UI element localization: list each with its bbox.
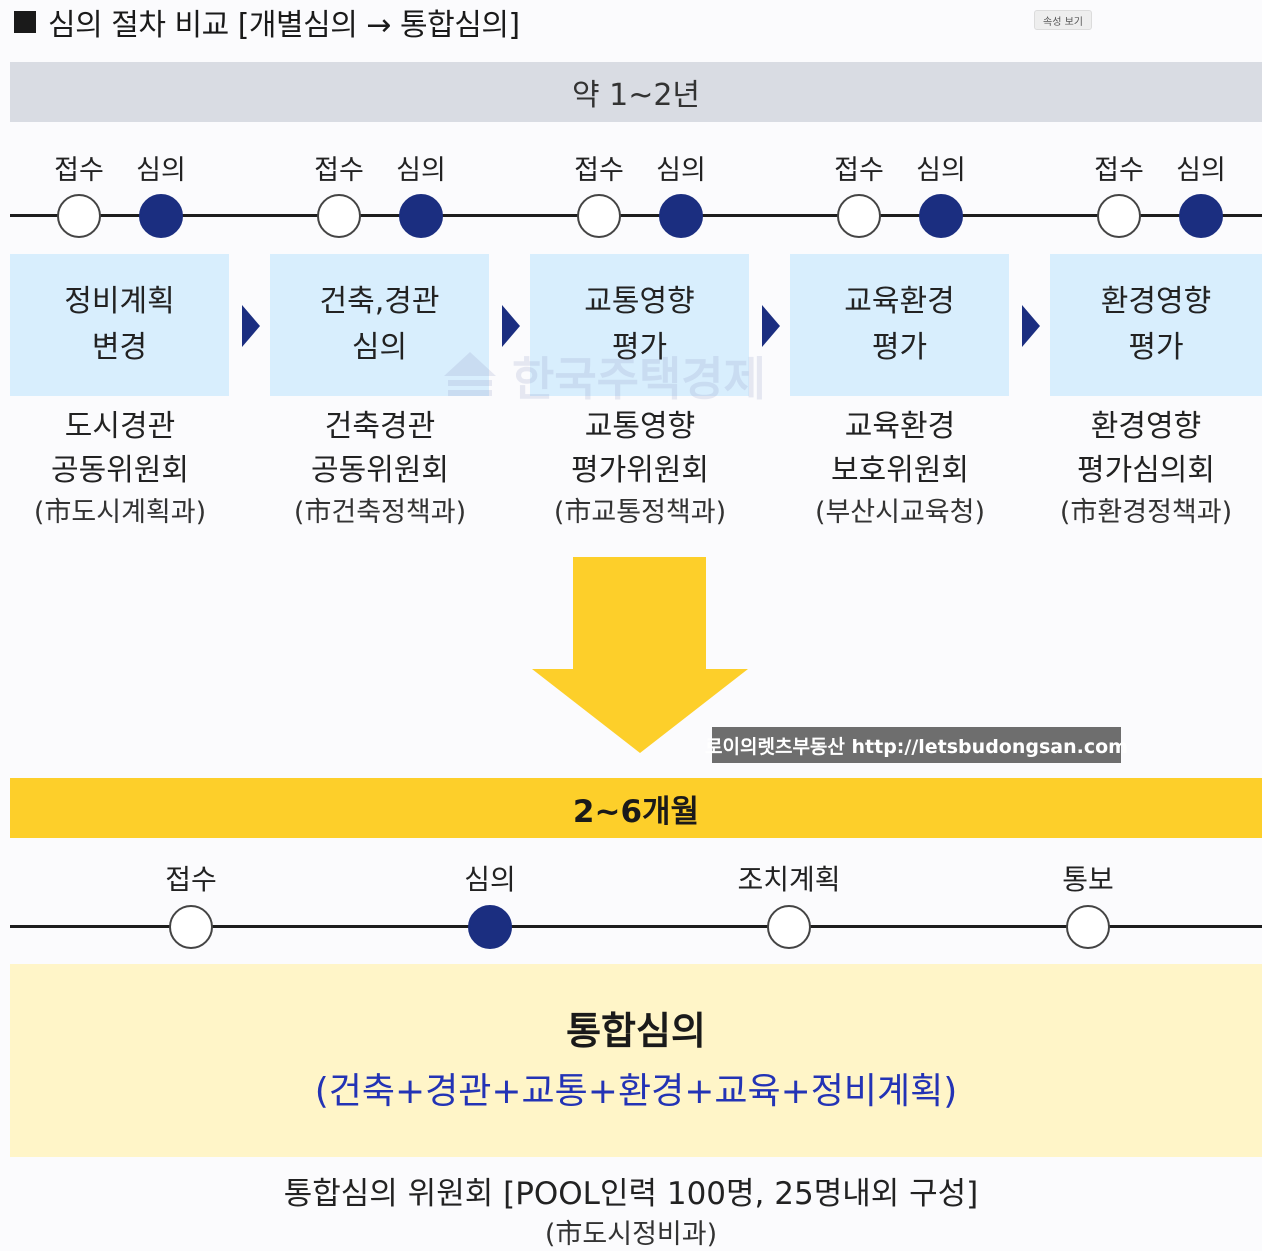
review-node: [919, 194, 963, 238]
watermark-text: 한국주택경제: [512, 352, 766, 406]
stage-title-line1: 건축,경관: [319, 283, 440, 319]
committee-plan-change: 도시경관 공동위원회 (市도시계획과): [0, 405, 250, 533]
integrated-committee: 통합심의 위원회 [POOL인력 100명, 25명내외 구성]: [283, 1176, 979, 1212]
committee-name-line2: 평가심의회: [1077, 453, 1215, 488]
stage-title-line1: 정비계획: [64, 283, 175, 319]
receipt-node: [169, 905, 213, 949]
review-node: [468, 905, 512, 949]
committee-name-line1: 환경영향: [1090, 409, 1202, 444]
review-label: 심의: [396, 155, 446, 186]
chevron-right-icon: [502, 305, 520, 347]
black-square-icon: [14, 11, 36, 33]
committee-traffic-impact: 교통영향 평가위원회 (市교통정책과): [510, 405, 770, 533]
stage-box-traffic-impact: 교통영향 평가: [530, 254, 749, 396]
stage-box-plan-change: 정비계획 변경: [10, 254, 229, 396]
stage-title-line2: 평가: [611, 330, 668, 365]
committee-dept: (市건축정책과): [293, 497, 467, 528]
individual-period-bar: 약 1~2년: [10, 62, 1262, 122]
receipt-node: [317, 194, 361, 238]
stage-title-line2: 평가: [871, 330, 928, 365]
stage-box-environmental-impact: 환경영향 평가: [1050, 254, 1262, 396]
receipt-node: [1097, 194, 1141, 238]
stage-title-line2: 평가: [1128, 330, 1184, 365]
committee-dept: (市도시계획과): [33, 497, 207, 528]
integrated-review-panel: 통합심의 (건축+경관+교통+환경+교육+정비계획): [10, 964, 1262, 1157]
chevron-right-icon: [242, 305, 260, 347]
watermark-logo-icon: [444, 352, 496, 396]
site-badge[interactable]: 로이의렛츠부동산 http://letsbudongsan.com: [705, 727, 1128, 763]
integrated-review-subtitle: (건축+경관+교통+환경+교육+정비계획): [314, 1070, 958, 1112]
notification-node: [1066, 905, 1110, 949]
integrated-timeline-line: [10, 925, 1262, 928]
committee-architecture-landscape: 건축경관 공동위원회 (市건축정책과): [250, 405, 510, 533]
integrated-step-review: 심의: [464, 863, 516, 896]
integrated-period-bar: 2~6개월: [10, 778, 1262, 838]
receipt-label: 접수: [834, 155, 884, 186]
integrated-committee-dept: (市도시정비과): [544, 1219, 718, 1250]
stage-title-line2: 변경: [91, 330, 148, 365]
receipt-label: 접수: [54, 155, 104, 186]
committee-name-line2: 공동위원회: [51, 453, 189, 488]
down-arrow-icon: [532, 557, 748, 753]
review-node: [139, 194, 183, 238]
committee-dept: (市환경정책과): [1059, 497, 1233, 528]
review-label: 심의: [136, 155, 186, 186]
integrated-step-receipt: 접수: [165, 863, 217, 896]
committee-name-line2: 보호위원회: [831, 453, 969, 488]
committee-dept: (市교통정책과): [553, 497, 727, 528]
individual-timeline-line: [10, 214, 1262, 217]
committee-name-line1: 건축경관: [324, 409, 436, 444]
stage-title-line2: 심의: [351, 330, 408, 365]
review-node: [1179, 194, 1223, 238]
integrated-review-title: 통합심의: [566, 1008, 706, 1053]
review-node: [659, 194, 703, 238]
watermark: 한국주택경제: [440, 340, 766, 412]
stage-title-line1: 교통영향: [584, 283, 695, 319]
stage-box-education-environment: 교육환경 평가: [790, 254, 1009, 396]
receipt-label: 접수: [314, 155, 364, 186]
integrated-step-action-plan: 조치계획: [737, 863, 841, 896]
stage-title-line1: 교육환경: [844, 283, 955, 319]
review-label: 심의: [916, 155, 966, 186]
committee-name-line1: 도시경관: [64, 409, 176, 444]
review-label: 심의: [1176, 155, 1226, 186]
committee-name-line2: 평가위원회: [571, 453, 709, 488]
receipt-label: 접수: [574, 155, 624, 186]
receipt-node: [577, 194, 621, 238]
committee-education-environment: 교육환경 보호위원회 (부산시교육청): [770, 405, 1030, 533]
committee-dept: (부산시교육청): [814, 497, 986, 528]
committee-name-line1: 교육환경: [844, 409, 956, 444]
committee-environmental-impact: 환경영향 평가심의회 (市환경정책과): [1030, 405, 1262, 533]
review-node: [399, 194, 443, 238]
receipt-node: [57, 194, 101, 238]
committee-name-line1: 교통영향: [584, 409, 696, 444]
page-title-row: 심의 절차 비교 [개별심의 → 통합심의]: [14, 2, 520, 43]
property-view-button[interactable]: 속성 보기: [1034, 10, 1092, 30]
action-plan-node: [767, 905, 811, 949]
review-label: 심의: [656, 155, 706, 186]
committee-name-line2: 공동위원회: [311, 453, 449, 488]
receipt-label: 접수: [1094, 155, 1144, 186]
receipt-node: [837, 194, 881, 238]
integrated-step-notification: 통보: [1062, 863, 1114, 896]
chevron-right-icon: [762, 305, 780, 347]
chevron-right-icon: [1022, 305, 1040, 347]
stage-box-architecture-landscape: 건축,경관 심의: [270, 254, 489, 396]
page-title: 심의 절차 비교 [개별심의 → 통합심의]: [48, 8, 520, 43]
stage-title-line1: 환경영향: [1100, 283, 1212, 319]
